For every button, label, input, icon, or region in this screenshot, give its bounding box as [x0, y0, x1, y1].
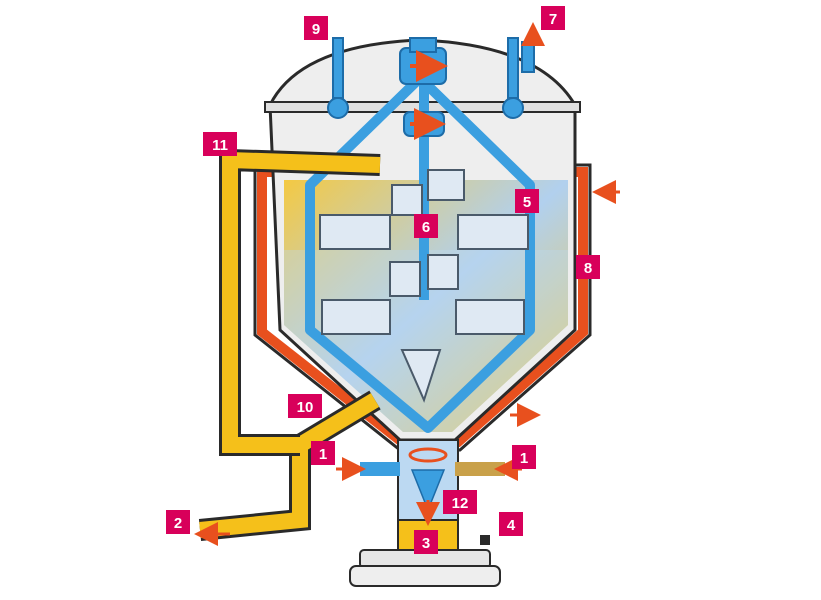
gas-inlet-right [455, 462, 522, 476]
svg-text:4: 4 [507, 517, 516, 534]
svg-text:1: 1 [319, 446, 327, 463]
svg-text:9: 9 [312, 21, 320, 38]
callout-7: 7 [541, 6, 565, 30]
svg-text:2: 2 [174, 515, 182, 532]
callout-1-left: 1 [311, 441, 335, 465]
svg-text:7: 7 [549, 11, 557, 28]
gas-inlet-left [336, 462, 400, 476]
callout-2: 2 [166, 510, 190, 534]
callout-6: 6 [414, 214, 438, 238]
callout-5: 5 [515, 189, 539, 213]
callout-11: 11 [203, 132, 237, 156]
callout-3: 3 [414, 530, 438, 554]
callout-10: 10 [288, 394, 322, 418]
svg-text:12: 12 [452, 495, 469, 512]
callout-8: 8 [576, 255, 600, 279]
svg-text:6: 6 [422, 219, 430, 236]
svg-text:10: 10 [297, 399, 314, 416]
callout-9: 9 [304, 16, 328, 40]
svg-text:3: 3 [422, 535, 430, 552]
svg-text:5: 5 [523, 194, 531, 211]
callout-12: 12 [443, 490, 477, 514]
vent-pipe [522, 28, 534, 72]
svg-text:1: 1 [520, 450, 528, 467]
callout-1-right: 1 [512, 445, 536, 469]
bottom-discharge-valve [350, 440, 500, 586]
svg-text:8: 8 [584, 260, 592, 277]
svg-text:11: 11 [212, 137, 228, 154]
callout-4: 4 [499, 512, 523, 536]
